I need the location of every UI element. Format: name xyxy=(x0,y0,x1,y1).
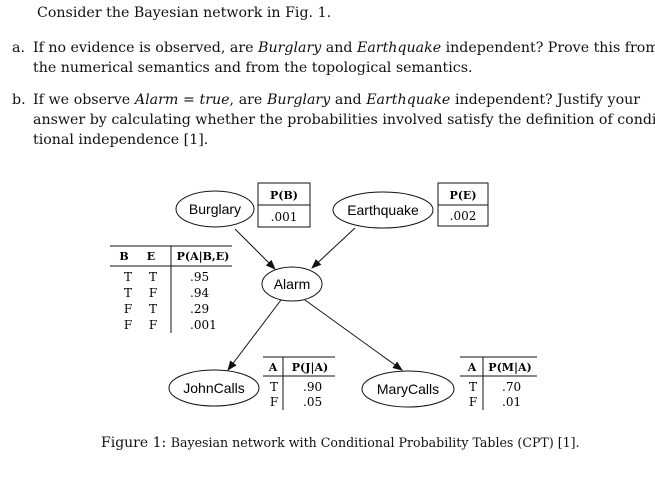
cpt-earthquake: P(E) .002 xyxy=(437,182,489,227)
cpt-burglary: P(B) .001 xyxy=(257,182,311,228)
node-alarm-label: Alarm xyxy=(274,276,311,292)
cpt-john-cell: .05 xyxy=(303,395,322,409)
node-burglary-label: Burglary xyxy=(189,201,241,217)
cpt-alarm-cell: F xyxy=(124,302,132,316)
cpt-alarm-header-p: P(A|B,E) xyxy=(177,250,230,263)
cpt-mary-header-p: P(M|A) xyxy=(488,361,531,374)
cpt-john-cell: T xyxy=(270,380,278,394)
cpt-alarm-header-b: B xyxy=(119,250,128,263)
figure-caption-label: Figure 1: xyxy=(101,435,167,451)
node-marycalls: MaryCalls xyxy=(361,370,455,408)
question-b-label: b. xyxy=(12,92,26,108)
question-b-line-1: If we observe Alarm = true, are Burglary… xyxy=(33,92,641,108)
cpt-mary-cell: F xyxy=(469,395,477,409)
cpt-burglary-value: .001 xyxy=(271,210,298,224)
cpt-alarm-cell: F xyxy=(124,318,132,332)
node-johncalls: JohnCalls xyxy=(168,369,260,407)
cpt-john-header-a: A xyxy=(268,361,278,374)
cpt-alarm-header-e: E xyxy=(147,250,155,263)
cpt-alarm: B E P(A|B,E) T T .95 T F .94 F T .29 F F… xyxy=(110,245,232,333)
cpt-earthquake-header: P(E) xyxy=(449,189,476,202)
cpt-alarm-cell: T xyxy=(149,302,157,316)
intro-text: Consider the Bayesian network in Fig. 1. xyxy=(37,5,332,21)
cpt-alarm-cell: .94 xyxy=(190,286,209,300)
cpt-mary-cell: .01 xyxy=(502,395,521,409)
cpt-mary-header-a: A xyxy=(467,361,477,374)
edge-alarm-johncalls xyxy=(227,299,282,371)
cpt-alarm-rows: T T .95 T F .94 F T .29 F F .001 xyxy=(124,270,217,332)
cpt-burglary-header: P(B) xyxy=(270,189,298,202)
cpt-john-cell: F xyxy=(270,395,278,409)
figure-caption-text: Bayesian network with Conditional Probab… xyxy=(170,435,580,450)
question-b: b. If we observe Alarm = true, are Burgl… xyxy=(12,90,655,152)
cpt-alarm-cell: F xyxy=(149,318,157,332)
cpt-johncalls: A P(J|A) T .90 F .05 xyxy=(263,356,335,410)
cpt-alarm-cell: F xyxy=(149,286,157,300)
cpt-alarm-cell: .95 xyxy=(190,270,209,284)
cpt-john-header-p: P(J|A) xyxy=(292,361,328,374)
figure-caption: Figure 1: Bayesian network with Conditio… xyxy=(101,435,580,451)
node-johncalls-label: JohnCalls xyxy=(183,380,244,396)
question-a-label: a. xyxy=(12,40,25,56)
question-a-line-1: If no evidence is observed, are Burglary… xyxy=(33,40,655,56)
cpt-mary-cell: .70 xyxy=(502,380,521,394)
question-a-line-2: the numerical semantics and from the top… xyxy=(33,60,473,76)
question-b-line-3: tional independence [1]. xyxy=(33,132,209,148)
cpt-alarm-cell: T xyxy=(124,286,132,300)
cpt-alarm-cell: T xyxy=(124,270,132,284)
node-earthquake-label: Earthquake xyxy=(347,202,419,218)
node-burglary: Burglary xyxy=(175,190,255,228)
cpt-earthquake-value: .002 xyxy=(450,209,477,223)
cpt-alarm-cell: .001 xyxy=(190,318,217,332)
question-a: a. If no evidence is observed, are Burgl… xyxy=(12,38,655,80)
node-alarm: Alarm xyxy=(261,266,323,302)
cpt-alarm-cell: T xyxy=(149,270,157,284)
edge-earthquake-alarm xyxy=(311,227,356,269)
cpt-alarm-cell: .29 xyxy=(190,302,209,316)
cpt-mary-cell: T xyxy=(469,380,477,394)
node-marycalls-label: MaryCalls xyxy=(377,381,439,397)
edge-burglary-alarm xyxy=(234,228,276,270)
edge-alarm-marycalls xyxy=(304,299,403,371)
cpt-marycalls: A P(M|A) T .70 F .01 xyxy=(460,356,537,410)
node-earthquake: Earthquake xyxy=(332,191,434,229)
question-b-line-2: answer by calculating whether the probab… xyxy=(33,112,655,128)
cpt-john-cell: .90 xyxy=(303,380,322,394)
